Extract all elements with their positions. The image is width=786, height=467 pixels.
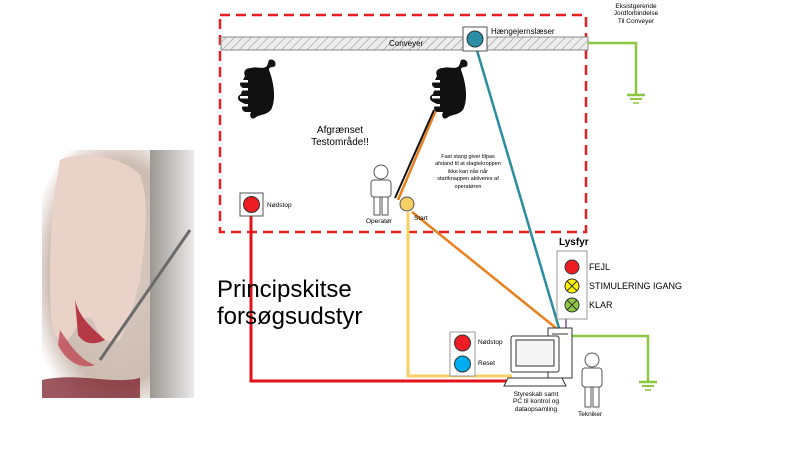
ground-top-label: Eksistgerende Jordforbindelse Til Convey… [613,3,659,25]
technician-label: Tekniker [578,411,603,418]
carcass-photo [42,150,194,398]
green-ground-bottom [572,334,650,382]
operator-label: Operatør [366,218,393,225]
cabinet-label: Styreskab samt PC til kontrol og dataops… [513,391,559,413]
wires [249,41,657,391]
trolley-sensor [462,26,488,52]
rod-note: Fast stang giver tilpas afstand til at s… [435,154,501,190]
operator-figure [370,164,392,216]
lamp-running-label: STIMULERING IGANG [589,281,683,291]
beacon [556,250,588,320]
fixed-rod [394,109,435,199]
area-emergency-stop-label: Nødstop [267,202,292,209]
pig-carcass-icon-1 [238,59,276,119]
green-ground-top [588,41,638,95]
technician-figure [581,352,603,408]
trolley-label: Hængejernslæser [491,27,555,36]
lamp-error-label: FEJL [589,262,611,272]
start-button [399,196,415,212]
panel-stop-label: Nødstop [478,339,503,346]
control-panel [449,331,476,377]
lamp-ready-label: KLAR [589,300,613,310]
orange-wire-carcass [396,109,438,201]
red-wire [249,214,512,383]
test-area-label: Afgrænset Testområde!! [311,125,369,148]
pig-carcass-icon-2 [430,59,468,119]
yellow-wire [406,212,512,378]
orange-wire-start [411,211,557,329]
test-area-boundary [218,13,588,234]
panel-stop-button [454,334,471,352]
teal-wire [474,46,561,329]
page-title: Principskitse forsøgsudstyr [217,276,363,330]
area-emergency-stop [239,192,264,217]
panel-reset-label: Reset [478,360,495,367]
start-label: Start [414,215,428,222]
conveyor-label: Conveyer [389,39,424,48]
control-cabinet [503,327,573,387]
panel-reset-button [454,355,471,373]
beacon-title: Lysfyr [559,237,589,248]
lamp-error [564,259,580,275]
